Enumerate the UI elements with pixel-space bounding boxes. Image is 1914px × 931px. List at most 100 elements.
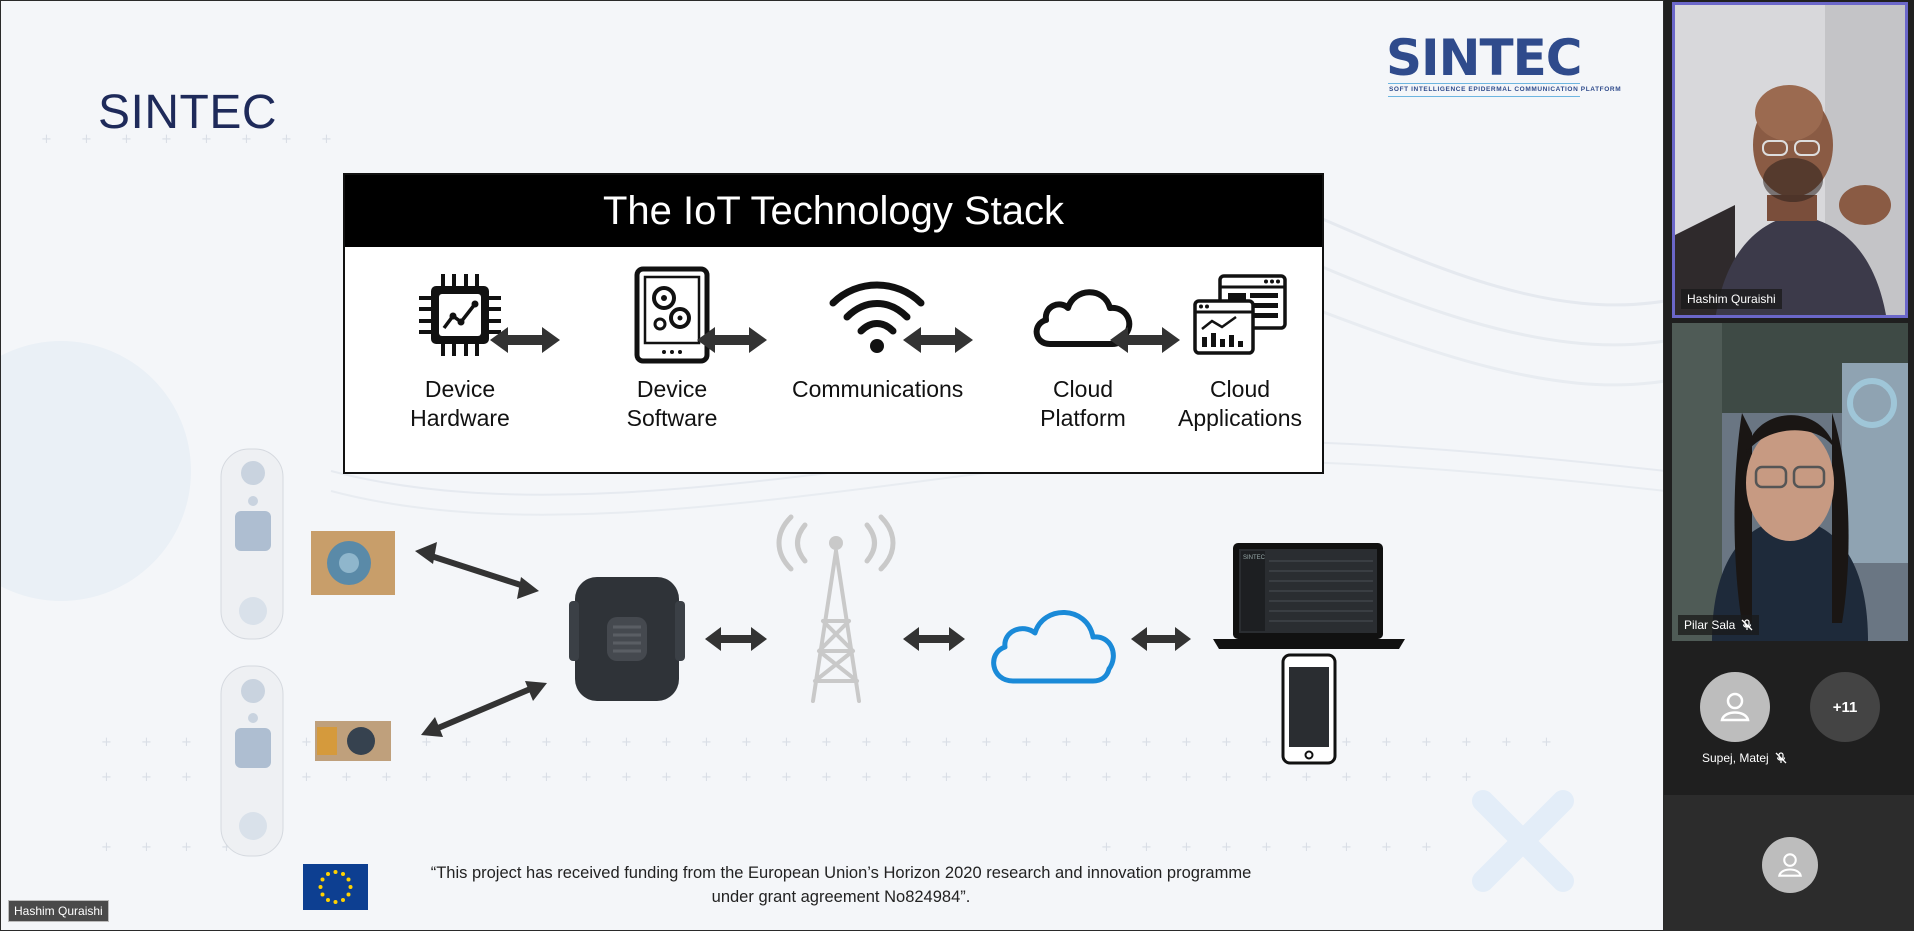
electronics-board-image: [315, 721, 391, 761]
svg-text:+: +: [341, 770, 352, 785]
cloud-icon: [991, 610, 1116, 684]
svg-text:+: +: [1021, 735, 1032, 750]
sintec-logo: SINTEC SOFT INTELLIGENCE EPIDERMAL COMMU…: [1386, 29, 1621, 101]
stack-item-communications: Communications: [792, 265, 964, 404]
logo-rule: [1388, 83, 1580, 84]
svg-text:+: +: [741, 735, 752, 750]
participant-avatar[interactable]: [1700, 672, 1770, 742]
stack-label-line: Platform: [1040, 405, 1126, 431]
logo-wordmark: SINTEC: [1386, 29, 1582, 87]
svg-text:+: +: [781, 770, 792, 785]
svg-text:+: +: [541, 735, 552, 750]
svg-text:+: +: [181, 735, 192, 750]
mic-off-icon: [1741, 619, 1753, 631]
svg-text:+: +: [241, 132, 252, 147]
participant-video-tile[interactable]: Hashim Quraishi: [1672, 2, 1908, 318]
svg-text:+: +: [581, 770, 592, 785]
svg-text:+: +: [1381, 770, 1392, 785]
participant-video-tile[interactable]: Pilar Sala: [1672, 323, 1908, 641]
svg-text:+: +: [1101, 840, 1112, 855]
svg-text:+: +: [1341, 735, 1352, 750]
double-arrow-icon: [1110, 327, 1180, 353]
participant-name: Pilar Sala: [1684, 618, 1736, 632]
stack-label-line: Communications: [792, 376, 964, 402]
svg-text:+: +: [1221, 735, 1232, 750]
svg-text:+: +: [381, 770, 392, 785]
svg-text:+: +: [1461, 735, 1472, 750]
eu-flag-icon: [303, 864, 368, 910]
svg-text:+: +: [741, 770, 752, 785]
svg-text:+: +: [701, 770, 712, 785]
svg-text:+: +: [1261, 735, 1272, 750]
epidermal-patch-image: [220, 665, 284, 857]
funding-line: “This project has received funding from …: [430, 864, 1252, 882]
stack-label-line: Applications: [1177, 405, 1303, 431]
svg-text:+: +: [101, 770, 112, 785]
svg-text:+: +: [821, 735, 832, 750]
participant-name-tag: Supej, Matej: [1702, 751, 1787, 765]
svg-text:+: +: [121, 132, 132, 147]
wifi-icon: [829, 281, 925, 353]
svg-text:+: +: [181, 840, 192, 855]
svg-text:+: +: [281, 132, 292, 147]
svg-text:+: +: [461, 735, 472, 750]
double-arrow-icon: [490, 327, 560, 353]
svg-text:+: +: [101, 840, 112, 855]
svg-text:+: +: [201, 132, 212, 147]
svg-text:+: +: [661, 770, 672, 785]
double-arrow-icon: [415, 542, 539, 599]
svg-text:+: +: [101, 735, 112, 750]
svg-text:+: +: [621, 770, 632, 785]
participant-name: Supej, Matej: [1702, 751, 1769, 765]
participant-name-tag: Hashim Quraishi: [1681, 289, 1782, 309]
svg-text:+: +: [421, 770, 432, 785]
svg-text:+: +: [861, 770, 872, 785]
svg-text:+: +: [1181, 735, 1192, 750]
iot-stack-figure: The IoT Technology Stack: [343, 173, 1324, 474]
svg-text:+: +: [1341, 770, 1352, 785]
tablet-gears-icon: [634, 266, 710, 364]
svg-text:+: +: [1181, 840, 1192, 855]
svg-text:+: +: [1221, 770, 1232, 785]
svg-text:+: +: [1061, 770, 1072, 785]
svg-text:+: +: [301, 770, 312, 785]
participant-video: [1675, 5, 1905, 315]
svg-text:+: +: [861, 735, 872, 750]
svg-text:+: +: [1421, 840, 1432, 855]
stack-label-line: Device: [636, 376, 708, 402]
svg-text:+: +: [1181, 770, 1192, 785]
self-view-area: [1664, 795, 1914, 931]
participants-panel: Hashim Quraishi Pilar Sala: [1664, 0, 1914, 931]
stack-label-line: Cloud: [1209, 376, 1271, 402]
more-participants-button[interactable]: +11: [1810, 672, 1880, 742]
svg-text:+: +: [1141, 735, 1152, 750]
self-avatar[interactable]: [1762, 837, 1818, 893]
stack-label-line: Software: [626, 405, 718, 431]
participant-name-tag: Pilar Sala: [1678, 615, 1760, 635]
shared-slide: + + + + + + + + + + + + + + + + + + + + + + + + + + + + + + + + + + + + + + +…: [0, 0, 1664, 931]
mic-off-icon: [1775, 752, 1787, 764]
double-arrow-icon: [421, 681, 547, 737]
epidermal-patch-image: [220, 448, 284, 640]
svg-text:+: +: [1101, 770, 1112, 785]
electronics-board-image: [311, 531, 395, 595]
svg-text:+: +: [421, 735, 432, 750]
logo-tagline: SOFT INTELLIGENCE EPIDERMAL COMMUNICATIO…: [1389, 86, 1622, 93]
svg-text:+: +: [941, 770, 952, 785]
svg-text:+: +: [461, 770, 472, 785]
svg-text:+: +: [701, 735, 712, 750]
slide-title: SINTEC: [98, 86, 278, 139]
iot-stack-heading: The IoT Technology Stack: [345, 175, 1322, 247]
svg-text:+: +: [901, 770, 912, 785]
funding-line: under grant agreement No824984”.: [711, 888, 971, 906]
stack-label-line: Cloud: [1052, 376, 1114, 402]
svg-text:+: +: [181, 770, 192, 785]
stack-label-line: Hardware: [410, 405, 510, 431]
double-arrow-icon: [1131, 627, 1191, 651]
svg-text:+: +: [941, 735, 952, 750]
svg-text:+: +: [1461, 770, 1472, 785]
svg-text:+: +: [1101, 735, 1112, 750]
sintec-architecture-diagram: SINTEC: [220, 448, 1405, 857]
